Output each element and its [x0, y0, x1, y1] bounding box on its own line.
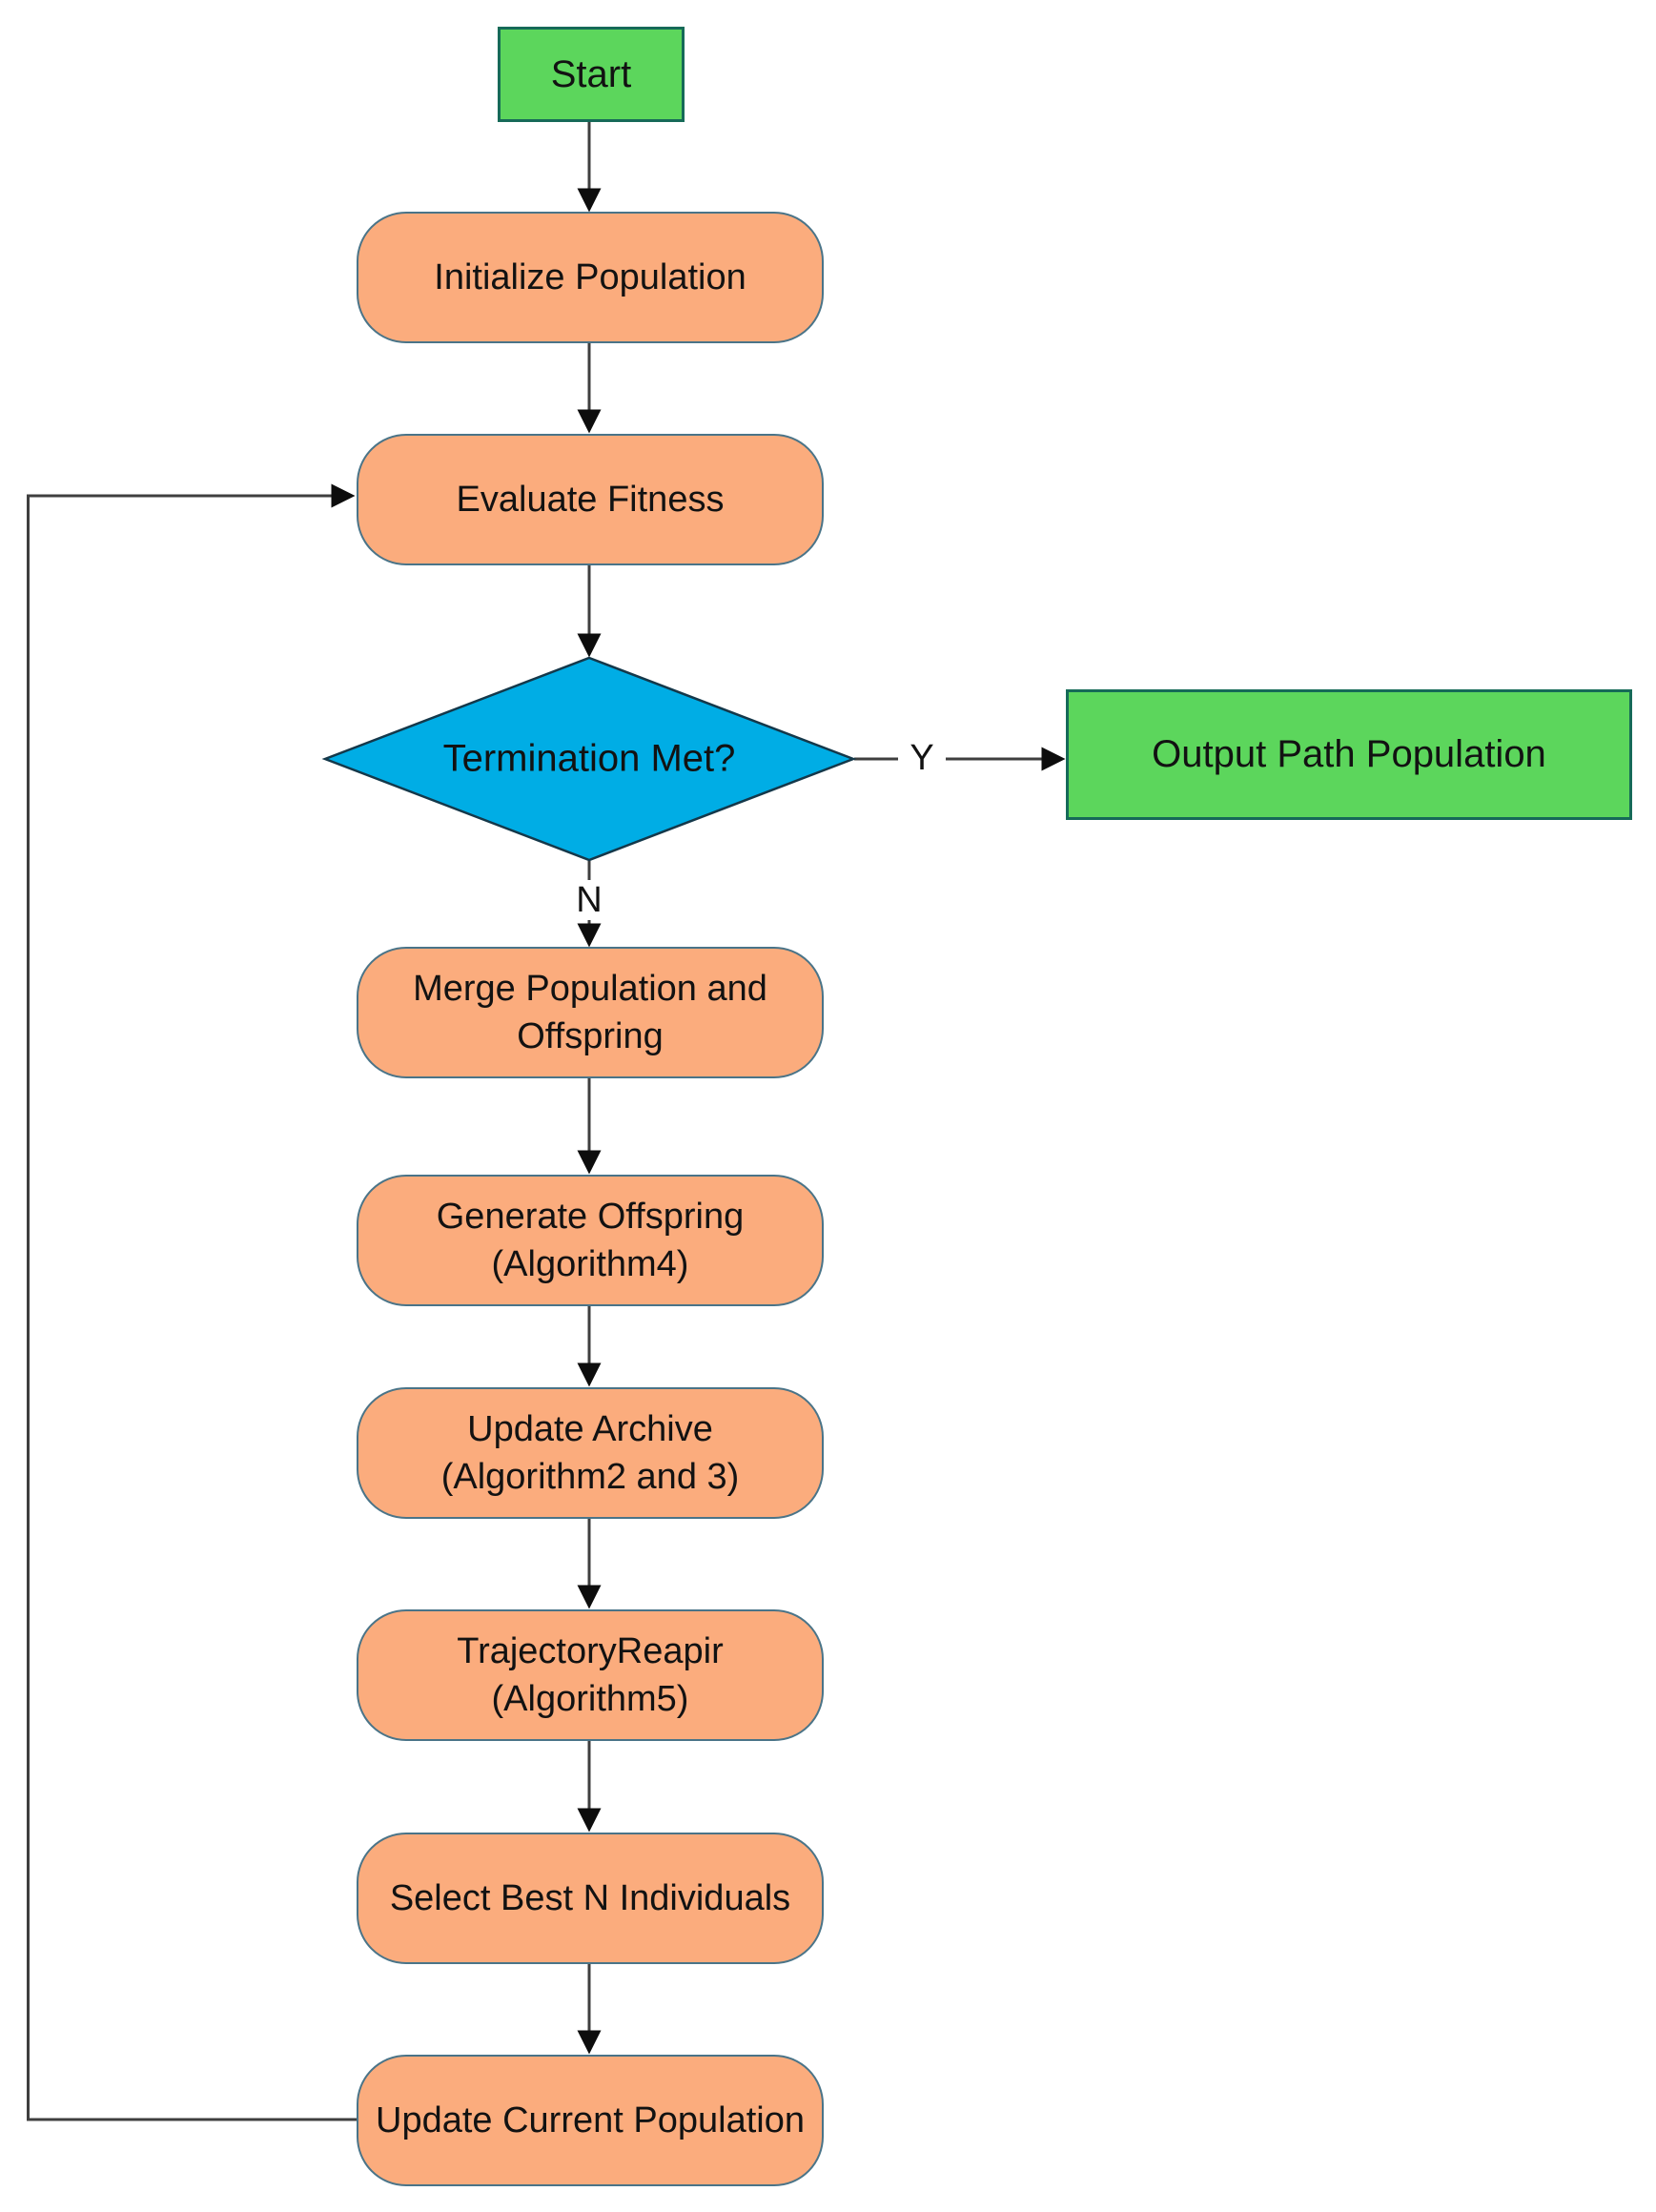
node-initialize-population: Initialize Population — [357, 212, 824, 343]
decision-diamond-shape — [321, 656, 857, 862]
node-select-best-n-individuals: Select Best N Individuals — [357, 1833, 824, 1964]
node-update-current-population-label: Update Current Population — [376, 2099, 805, 2140]
node-merge-population-and-offspring: Merge Population and Offspring — [357, 947, 824, 1078]
edge-label-yes: Y — [905, 738, 939, 778]
node-output-path-population: Output Path Population — [1066, 689, 1632, 820]
node-evaluate-fitness-label: Evaluate Fitness — [456, 479, 725, 520]
node-update-archive: Update Archive (Algorithm2 and 3) — [357, 1387, 824, 1519]
node-update-current-population: Update Current Population — [357, 2055, 824, 2186]
node-generate-offspring-label: Generate Offspring (Algorithm4) — [436, 1196, 745, 1284]
node-output-path-population-label: Output Path Population — [1152, 733, 1546, 775]
edge-update-current-to-evaluate-loop — [27, 483, 357, 2121]
node-trajectory-repair-label: TrajectoryReapir (Algorithm5) — [457, 1630, 724, 1719]
node-termination-met-label: Termination Met? — [442, 737, 736, 780]
node-start-label: Start — [550, 52, 632, 95]
node-trajectory-repair: TrajectoryReapir (Algorithm5) — [357, 1609, 824, 1741]
node-evaluate-fitness: Evaluate Fitness — [357, 434, 824, 565]
node-start: Start — [498, 27, 685, 122]
node-select-best-n-individuals-label: Select Best N Individuals — [389, 1877, 791, 1918]
node-merge-population-and-offspring-label: Merge Population and Offspring — [413, 968, 767, 1056]
node-generate-offspring: Generate Offspring (Algorithm4) — [357, 1175, 824, 1306]
node-initialize-population-label: Initialize Population — [434, 256, 746, 297]
node-update-archive-label: Update Archive (Algorithm2 and 3) — [440, 1408, 740, 1497]
edge-label-no: N — [571, 880, 607, 920]
